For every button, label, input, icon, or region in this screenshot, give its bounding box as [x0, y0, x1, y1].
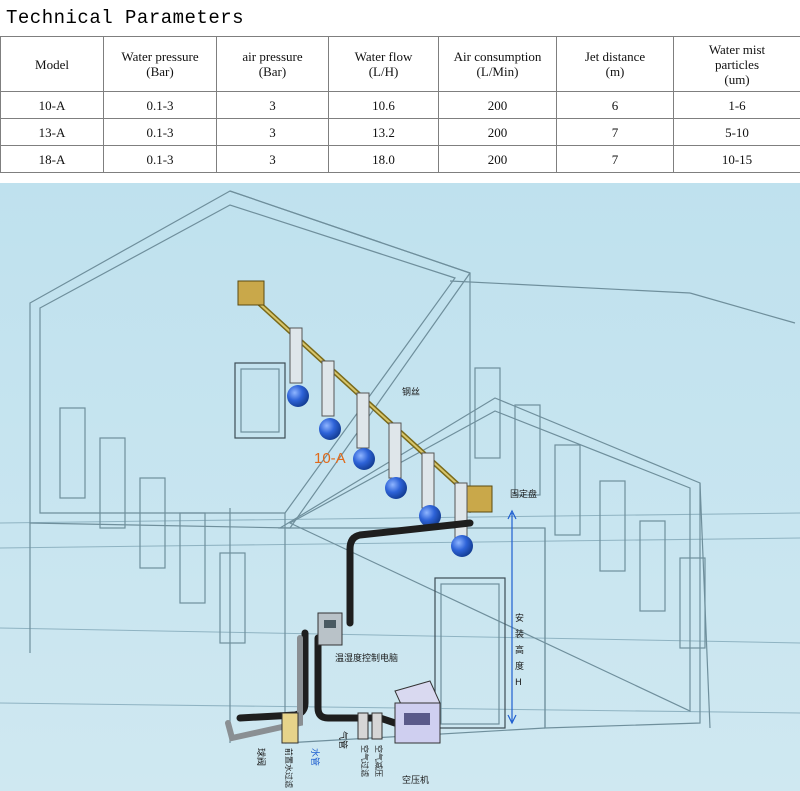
- mist-nozzle: [319, 360, 341, 440]
- header-line: Model: [35, 56, 69, 72]
- air-compressor: [394, 680, 441, 744]
- table-cell: 200: [438, 145, 557, 173]
- water-pipe-label: 水管: [309, 748, 321, 766]
- air-pipe-label: 气管: [337, 731, 349, 749]
- building-outline: [29, 190, 796, 744]
- parameters-table: Model Water pressure (Bar) air pressure …: [0, 36, 800, 173]
- table-row: 13-A 0.1-3 3 13.2 200 7 5-10: [0, 118, 800, 146]
- table-cell: 3: [216, 91, 329, 119]
- table-cell: 5-10: [673, 118, 800, 146]
- header-line: particles: [714, 56, 760, 72]
- height-label-char: 安: [515, 612, 524, 624]
- table-cell: 0.1-3: [103, 91, 217, 119]
- mounting-plate-top: [237, 280, 265, 306]
- table-cell: 1-6: [673, 91, 800, 119]
- table-cell: 6: [556, 91, 674, 119]
- water-filter-label: 前置水过滤: [284, 748, 294, 788]
- table-cell: 10-15: [673, 145, 800, 173]
- wire-label: 钢丝: [402, 386, 420, 398]
- header-line: air pressure: [242, 49, 303, 64]
- air-filter-label-2: 空气减压: [374, 745, 384, 777]
- plate-label: 固定盘: [510, 488, 537, 500]
- table-cell: 0.1-3: [103, 118, 217, 146]
- table-row: 18-A 0.1-3 3 18.0 200 7 10-15: [0, 145, 800, 173]
- table-cell: 10-A: [0, 91, 104, 119]
- table-cell: 13-A: [0, 118, 104, 146]
- air-filter-label-1: 空气过滤: [360, 745, 370, 777]
- table-cell: 7: [556, 118, 674, 146]
- installation-diagram: 10-A 钢丝 固定盘 安 装 高 度 H 温湿度控制电脑 空压机 气管 水管 …: [0, 183, 800, 791]
- table-cell: 3: [216, 145, 329, 173]
- mist-nozzle: [419, 452, 441, 527]
- page-title: Technical Parameters: [6, 7, 245, 29]
- table-cell: 200: [438, 91, 557, 119]
- table-cell: 200: [438, 118, 557, 146]
- height-label-char: 度: [515, 660, 524, 672]
- controller-box: [317, 612, 343, 646]
- table-cell: 13.2: [328, 118, 439, 146]
- table-header-row: Model Water pressure (Bar) air pressure …: [0, 36, 800, 92]
- mist-nozzle: [353, 392, 375, 470]
- height-label-char: 装: [515, 628, 524, 640]
- header-air-pressure: air pressure (Bar): [216, 36, 329, 92]
- header-line: (Bar): [258, 64, 287, 79]
- table-cell: 3: [216, 118, 329, 146]
- header-line: (um): [724, 71, 750, 87]
- mist-nozzle: [287, 327, 309, 407]
- header-line: (L/H): [368, 64, 399, 79]
- controller-label: 温湿度控制电脑: [335, 652, 398, 664]
- table-cell: 0.1-3: [103, 145, 217, 173]
- compressor-label: 空压机: [402, 774, 429, 786]
- model-label: 10-A: [314, 450, 346, 467]
- filters: [281, 712, 383, 744]
- header-line: (L/Min): [476, 64, 519, 79]
- header-water-mist: Water mist particles (um): [673, 36, 800, 92]
- ball-valve-label: 球阀: [255, 748, 267, 766]
- height-label-char: 高: [515, 644, 524, 656]
- header-line: Water mist: [708, 41, 766, 57]
- header-water-pressure: Water pressure (Bar): [103, 36, 217, 92]
- header-jet-distance: Jet distance (m): [556, 36, 674, 92]
- table-row: 10-A 0.1-3 3 10.6 200 6 1-6: [0, 91, 800, 119]
- height-label-char: H: [515, 678, 522, 688]
- table-cell: 7: [556, 145, 674, 173]
- header-line: (Bar): [146, 64, 174, 79]
- header-line: Water pressure: [121, 49, 199, 64]
- mounting-plate-bottom: [465, 485, 493, 513]
- height-label: 安 装 高 度 H: [515, 612, 524, 688]
- height-marker: [507, 509, 517, 725]
- header-air-consumption: Air consumption (L/Min): [438, 36, 557, 92]
- header-line: Water flow: [354, 49, 413, 64]
- header-water-flow: Water flow (L/H): [328, 36, 439, 92]
- header-line: Air consumption: [453, 49, 542, 64]
- table-cell: 10.6: [328, 91, 439, 119]
- water-pipe: [225, 635, 303, 742]
- header-line: (m): [605, 64, 625, 79]
- header-model: Model: [0, 36, 104, 92]
- table-cell: 18-A: [0, 145, 104, 173]
- table-cell: 18.0: [328, 145, 439, 173]
- header-line: Jet distance: [584, 49, 646, 64]
- mist-nozzle: [385, 422, 407, 499]
- nozzle-group: [287, 327, 473, 557]
